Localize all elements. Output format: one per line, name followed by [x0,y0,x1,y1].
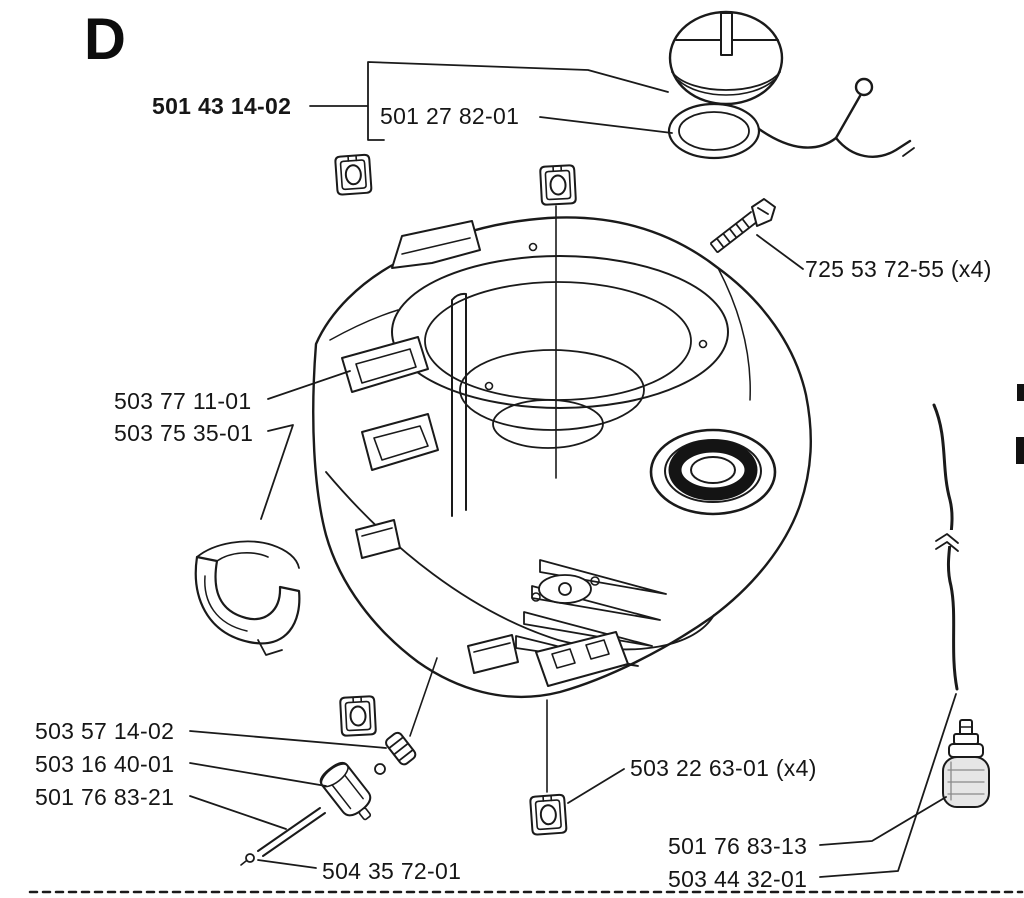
part-label-fuel-cap: 501 27 82-01 [380,103,520,129]
grommet-d-drawing [529,793,568,836]
section-letter: D [84,7,126,72]
part-label-filter-body: 503 16 40-01 [35,751,175,777]
fuel-cap-drawing [668,10,784,106]
part-label-pipe-end: 504 35 72-01 [322,858,462,884]
fuel-filter-drawing [942,719,990,808]
cap-gasket-drawing [667,102,761,160]
leader-lines [189,61,957,878]
cap-retainer-drawing [757,77,915,158]
filler-neck-drawing [649,428,777,516]
page-edge-artifacts [1016,384,1024,464]
part-label-tank-housing: 503 77 11-01 [114,388,252,414]
pickup-assembly-drawing [240,731,417,866]
part-label-grommet: 503 22 63-01 (x4) [630,755,817,781]
grommet-a-drawing [334,153,373,196]
fuel-line-drawing [932,403,960,691]
part-label-clamp: 503 75 35-01 [114,420,254,446]
part-label-assembly-group: 501 43 14-02 [152,93,292,119]
clamp-drawing [194,540,301,656]
part-label-screw: 725 53 72-55 (x4) [805,256,992,282]
grommet-b-drawing [539,164,577,206]
part-label-fuel-pipe: 501 76 83-21 [35,784,175,810]
part-label-inlet-nipple: 503 57 14-02 [35,718,175,744]
tank-housing-drawing [312,216,812,699]
part-label-fuel-filter: 501 76 83-13 [668,833,808,859]
axis-lines [409,205,557,793]
grommet-c-drawing [339,695,377,737]
screw-drawing [710,198,776,253]
part-label-fuel-line: 503 44 32-01 [668,866,808,892]
